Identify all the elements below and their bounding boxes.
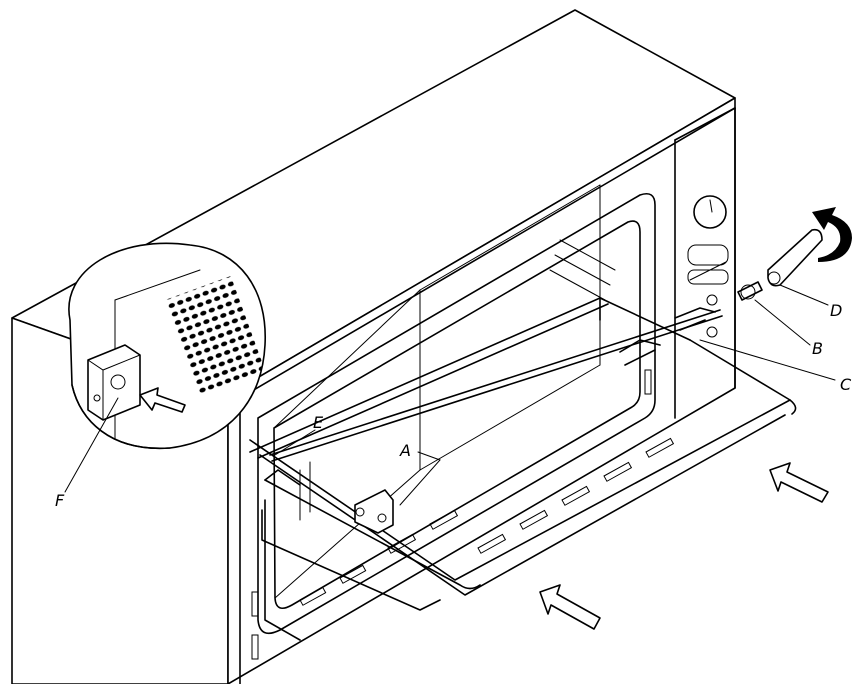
control-panel [687,195,729,338]
label-c: C [840,375,852,394]
rotisserie-frame [249,297,797,611]
oven-cavity [257,184,656,635]
spit-rod [269,307,723,534]
label-d: D [830,301,842,320]
leader-f [64,397,119,493]
leader-d [779,284,829,306]
label-e: E [313,413,324,432]
leader-b [754,299,811,346]
label-a: A [399,441,411,460]
spit-fork-front [619,339,661,366]
motor-socket-icon [87,344,141,421]
leader-a [399,451,441,506]
rotate-arrow-icon [812,207,852,262]
control-dial [693,195,727,229]
cavity-inner-frame [273,220,641,610]
spit-fork-rear [674,307,716,331]
leader-lines [64,284,836,506]
leader-e [274,429,316,456]
push-arrow-icon-bottom [539,584,601,630]
push-arrow-icon-right [769,462,829,503]
detail-callout [68,242,266,450]
door-slots [251,369,675,660]
drive-cap [767,228,823,287]
label-b: B [812,339,823,358]
spit-rod-shaft [269,309,721,456]
control-display [687,244,729,266]
cavity-outer-frame [257,192,656,635]
oven-door [249,369,791,660]
label-f: F [55,491,65,510]
spit-coupling [737,281,763,301]
spit-handle-block [354,489,394,534]
leader-c [699,339,836,381]
part-labels: A B C D E F [55,301,852,510]
detail-arrow-icon [139,387,186,413]
